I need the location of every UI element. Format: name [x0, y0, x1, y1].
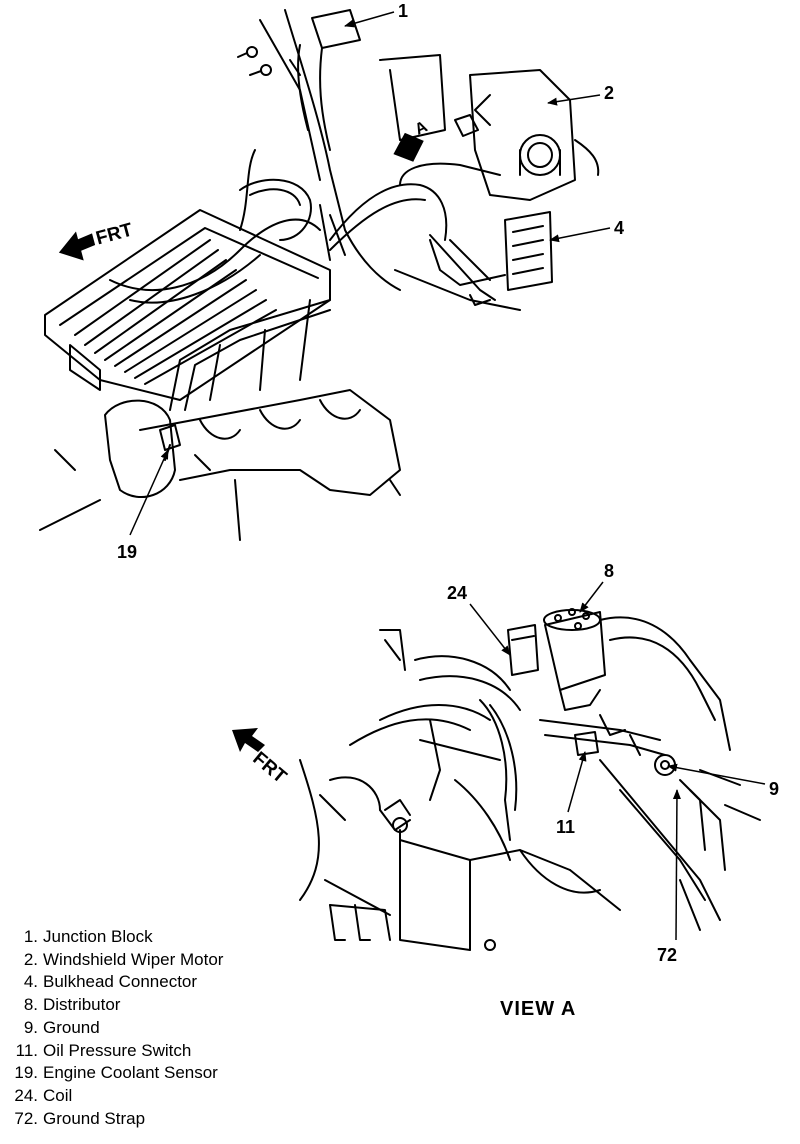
legend-label: Windshield Wiper Motor	[43, 949, 224, 969]
callout-11-oil-pressure-switch: 11	[556, 817, 576, 837]
leader-lines	[129, 11, 766, 941]
legend-item: 8.Distributor	[4, 994, 223, 1017]
legend-label: Oil Pressure Switch	[43, 1040, 192, 1060]
legend-item: 72.Ground Strap	[4, 1108, 223, 1131]
legend-number: 72.	[14, 1108, 38, 1128]
legend-label: Distributor	[43, 995, 121, 1015]
frt-arrow-bottom	[232, 728, 265, 752]
callout-8-distributor: 8	[604, 561, 615, 581]
callout-19-coolant-sensor: 19	[117, 542, 138, 562]
engine-view-a	[299, 608, 761, 951]
legend-number: 19.	[14, 1063, 38, 1083]
legend-label: Junction Block	[43, 927, 153, 946]
callout-1-junction-block: 1	[398, 1, 409, 21]
view-a-arrow: A	[393, 118, 431, 162]
engine-top-view	[39, 9, 600, 541]
legend-label: Ground Strap	[43, 1108, 146, 1128]
legend-item: 19.Engine Coolant Sensor	[4, 1062, 223, 1085]
legend-number: 8.	[23, 995, 38, 1015]
view-a-title: VIEW A	[500, 998, 577, 1020]
legend-item: 1. Junction Block	[4, 926, 223, 949]
callout-4-bulkhead-connector: 4	[614, 218, 625, 238]
legend-label: Engine Coolant Sensor	[43, 1063, 218, 1083]
frt-arrow-top	[58, 231, 96, 261]
legend-item: 24.Coil	[4, 1085, 223, 1108]
callout-9-ground: 9	[769, 779, 780, 799]
callout-2-wiper-motor: 2	[604, 83, 615, 103]
legend-number: 2.	[23, 949, 38, 969]
callout-72-ground-strap: 72	[657, 945, 678, 965]
legend-label: Coil	[43, 1085, 73, 1105]
legend-number: 4.	[23, 972, 38, 992]
legend-number: 9.	[23, 1017, 38, 1037]
legend-number: 1.	[23, 927, 38, 946]
legend: 1. Junction Block 2.Windshield Wiper Moto…	[4, 926, 223, 1130]
legend-item: 2.Windshield Wiper Motor	[4, 949, 224, 972]
legend-item: 4.Bulkhead Connector	[4, 971, 223, 994]
view-a-marker: A	[413, 118, 431, 138]
legend-number: 24.	[14, 1085, 38, 1105]
legend-item: 9.Ground	[4, 1017, 223, 1040]
legend-item: 11.Oil Pressure Switch	[4, 1040, 223, 1063]
callout-24-coil: 24	[447, 583, 468, 603]
legend-label: Ground	[43, 1017, 100, 1037]
legend-number: 11.	[15, 1040, 38, 1060]
legend-label: Bulkhead Connector	[43, 972, 198, 992]
